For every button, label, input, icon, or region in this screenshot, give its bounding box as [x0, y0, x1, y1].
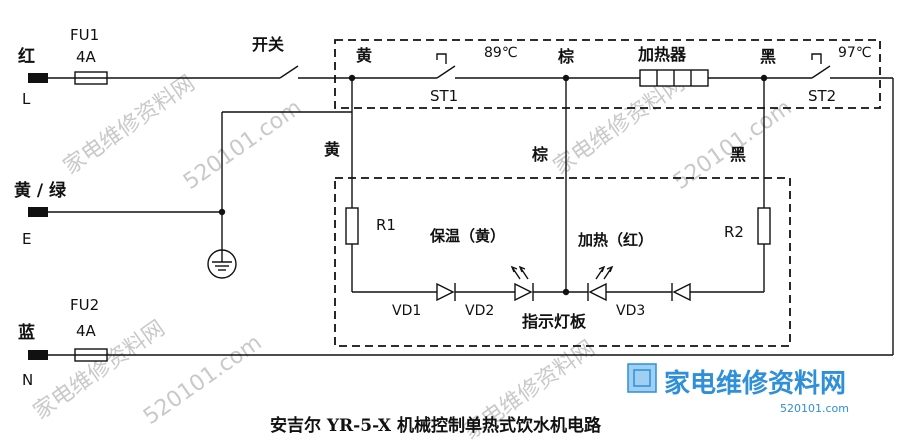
vd1-label: VD1: [392, 303, 421, 319]
switch-label: 开关: [252, 35, 284, 54]
logo-icon: [627, 363, 657, 393]
st1-label: ST1: [430, 87, 458, 105]
fu1-name: FU1: [70, 26, 99, 44]
terminal-yellow-green-label: 黄 / 绿: [14, 180, 67, 201]
st1-temp-label: 89℃: [484, 45, 518, 61]
terminal-e-plug: [28, 207, 48, 217]
heater-element: [639, 69, 709, 87]
wire-brown-top-label: 棕: [558, 47, 574, 66]
power-switch: [279, 65, 299, 79]
watermark-text: 520101.com: [139, 330, 266, 430]
junction-dots: [218, 74, 768, 296]
wire-yellow-top-label: 黄: [356, 46, 372, 65]
wire-black-side-label: 黑: [730, 145, 746, 164]
wiring: [40, 77, 894, 356]
indicator-board-box: [334, 177, 791, 347]
thermostat-st2: [811, 53, 831, 79]
diagram-caption: 安吉尔 YR-5-X 机械控制单热式饮水机电路: [270, 415, 602, 436]
terminal-l-plug: [28, 73, 48, 83]
logo-sub-text: 520101.com: [780, 402, 849, 415]
led-vd3: [587, 265, 614, 302]
led-vd2: [510, 265, 534, 302]
ground-symbol: [207, 249, 237, 279]
st2-temp-label: 97℃: [838, 45, 872, 61]
resistor-r2: [757, 207, 771, 245]
vd2-label: VD2: [465, 303, 494, 319]
terminal-blue-label: 蓝: [18, 323, 35, 343]
vd3-label: VD3: [616, 303, 645, 319]
wire-black-top-label: 黑: [760, 47, 776, 66]
diode-vd1: [436, 282, 456, 302]
logo-main-text: 家电维修资料网: [664, 368, 846, 399]
thermostat-box: [334, 39, 881, 109]
diode-vd4: [671, 282, 691, 302]
st2-label: ST2: [808, 87, 836, 105]
fuse-fu2: [74, 348, 108, 362]
terminal-red-label: 红: [18, 46, 35, 67]
fu2-rating: 4A: [76, 322, 97, 340]
r2-label: R2: [724, 223, 744, 241]
fuse-fu1: [74, 71, 108, 85]
fu2-name: FU2: [70, 296, 99, 314]
keep-warm-led-label: 保温（黄）: [429, 227, 505, 245]
watermark-text: 家电维修资料网: [549, 71, 690, 180]
indicator-board-label: 指示灯板: [522, 312, 587, 331]
r1-label: R1: [376, 216, 396, 234]
wire-brown-side-label: 棕: [532, 145, 548, 164]
fu1-rating: 4A: [76, 48, 97, 66]
watermark-text: 520101.com: [179, 95, 306, 195]
site-logo: 家电维修资料网 520101.com: [627, 363, 849, 415]
thermostat-st1: [436, 53, 456, 79]
terminal-n-label: N: [22, 371, 33, 389]
wire-yellow-side-label: 黄: [324, 140, 340, 159]
terminal-e-label: E: [22, 230, 31, 248]
terminal-l-label: L: [22, 90, 31, 108]
watermark-text: 家电维修资料网: [59, 71, 200, 180]
heater-label: 加热器: [637, 45, 687, 64]
heating-led-label: 加热（红）: [577, 231, 653, 249]
terminal-n-plug: [28, 350, 48, 360]
resistor-r1: [345, 207, 359, 245]
